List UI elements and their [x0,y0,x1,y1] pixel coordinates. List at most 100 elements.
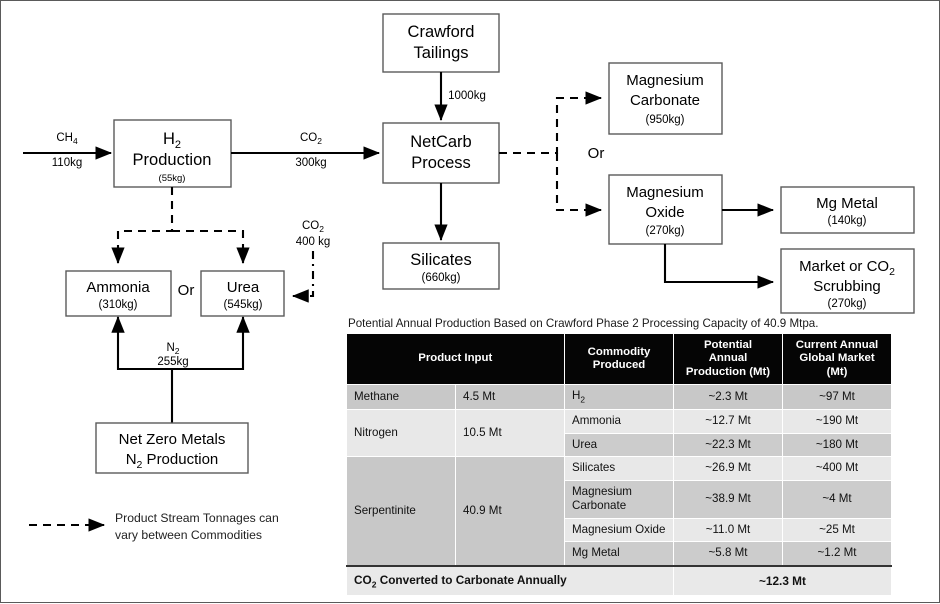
cell-market: ~180 Mt [782,432,892,458]
cell-commodity: Ammonia [564,409,674,434]
ch4-label: CH4 [56,132,78,146]
silicates-mass: (660kg) [422,272,461,284]
table-row: Magnesium Carbonate ~38.9 Mt ~4 Mt [347,479,892,519]
footer-label: CO2 Converted to Carbonate Annually [346,564,674,596]
nzm-line1: Net Zero Metals [119,431,226,448]
ch4-mass: 110kg [52,157,82,169]
netcarb-line2: Process [411,154,471,172]
cell-market: ~97 Mt [782,384,892,411]
mgoxide-to-market-arrow [663,244,775,289]
table-footer-row: CO2 Converted to Carbonate Annually ~12.… [346,564,892,596]
cell-potential: ~22.3 Mt [673,432,783,458]
h2-to-ammonia-dashed [111,187,174,265]
cell-market: ~400 Mt [782,456,892,481]
cell-potential: ~26.9 Mt [673,456,783,481]
crawford-line1: Crawford [408,23,475,41]
cell-commodity: Silicates [564,456,674,481]
cell-potential: ~12.7 Mt [673,409,783,434]
tailings-mass-label: 1000kg [448,90,486,102]
table-header-row: Product Input Commodity Produced Potenti… [346,332,892,386]
cell-input: Methane [346,384,456,411]
cell-potential: ~2.3 Mt [673,384,783,411]
box-netcarb-process [382,122,500,184]
or-label-right: Or [588,145,605,162]
ammonia-line1: Ammonia [86,279,150,296]
cell-input: Nitrogen [346,409,456,458]
box-silicates [382,242,500,290]
cell-input: Serpentinite [346,456,456,566]
mgox-mass: (270kg) [646,225,685,237]
production-table-container: Potential Annual Production Based on Cra… [346,317,892,596]
box-crawford-tailings [382,13,500,73]
table-row: Magnesium Oxide ~11.0 Mt ~25 Mt [347,517,892,543]
market-mass: (270kg) [828,298,867,310]
ammonia-mass: (310kg) [99,299,138,311]
urea-line1: Urea [227,279,260,296]
n2-label: N2 [166,342,179,356]
h2-to-urea-dashed [172,229,250,265]
n2-mass: 255kg [157,356,188,368]
cell-amount: 4.5 Mt [455,384,565,411]
cell-commodity: Urea [564,432,674,458]
cell-commodity: Magnesium Carbonate [564,479,674,519]
header-commodity-produced: Commodity Produced [564,332,674,386]
cell-market: ~25 Mt [782,517,892,543]
or-label-left: Or [178,282,195,299]
mgcarb-line1: Magnesium [626,72,704,89]
h2-production-line1: H2 [163,130,181,151]
header-potential-annual-production: Potential Annual Production (Mt) [673,332,783,386]
co2-400-mass: 400 kg [296,236,331,248]
cell-commodity: H2 [564,384,674,411]
mgmetal-line1: Mg Metal [816,195,878,212]
header-current-annual-global-market: Current Annual Global Market (Mt) [782,332,892,386]
cell-market: ~190 Mt [782,409,892,434]
box-h2-production [113,119,232,188]
netcarb-to-mgoxide-dashed [555,153,603,217]
mgmetal-mass: (140kg) [828,215,867,227]
header-product-input: Product Input [346,332,565,386]
box-net-zero-metals [95,422,249,474]
mgcarb-line2: Carbonate [630,92,700,109]
netcarb-line1: NetCarb [410,133,471,151]
box-magnesium-carbonate [608,62,723,135]
co2-300-mass: 300kg [295,157,326,169]
market-line1: Market or CO2 [799,258,895,278]
table-row: Nitrogen 10.5 Mt Ammonia ~12.7 Mt ~190 M… [346,409,892,458]
crawford-line2: Tailings [413,44,468,62]
market-line2: Scrubbing [813,278,881,295]
cell-potential: ~5.8 Mt [673,541,783,566]
co2-400-label: CO2 [302,220,324,234]
production-table: Product Input Commodity Produced Potenti… [346,332,892,596]
nzm-line2: N2 Production [126,451,219,471]
co2-300-label: CO2 [300,132,322,146]
silicates-line1: Silicates [410,251,471,269]
mgox-line2: Oxide [645,204,684,221]
cell-commodity: Mg Metal [564,541,674,566]
mgcarb-mass: (950kg) [646,114,685,126]
table-row: Mg Metal ~5.8 Mt ~1.2 Mt [347,541,892,566]
table-row: Urea ~22.3 Mt ~180 Mt [347,432,892,458]
cell-amount: 10.5 Mt [455,409,565,458]
box-mg-metal [780,186,915,234]
table-caption: Potential Annual Production Based on Cra… [348,317,819,330]
cell-market: ~4 Mt [782,479,892,519]
co2-400kg-dashdot-arrow [291,251,315,303]
legend-line1: Product Stream Tonnages can [115,511,279,525]
box-urea [200,270,285,317]
table-row: Serpentinite 40.9 Mt Silicates ~26.9 Mt … [346,456,892,566]
box-market-co2-scrubbing [780,248,915,314]
box-magnesium-oxide [608,174,723,245]
cell-market: ~1.2 Mt [782,541,892,566]
cell-amount: 40.9 Mt [455,456,565,566]
h2-production-line2: Production [133,151,212,169]
netcarb-to-mgcarbonate-dashed [499,91,603,155]
cell-commodity: Magnesium Oxide [564,517,674,543]
h2-production-mass: (55kg) [159,173,186,184]
table-row: Methane 4.5 Mt H2 ~2.3 Mt ~97 Mt [346,384,892,411]
n2-distribution-line [116,323,245,371]
urea-mass: (545kg) [224,299,263,311]
cell-potential: ~11.0 Mt [673,517,783,543]
footer-value: ~12.3 Mt [673,564,892,596]
